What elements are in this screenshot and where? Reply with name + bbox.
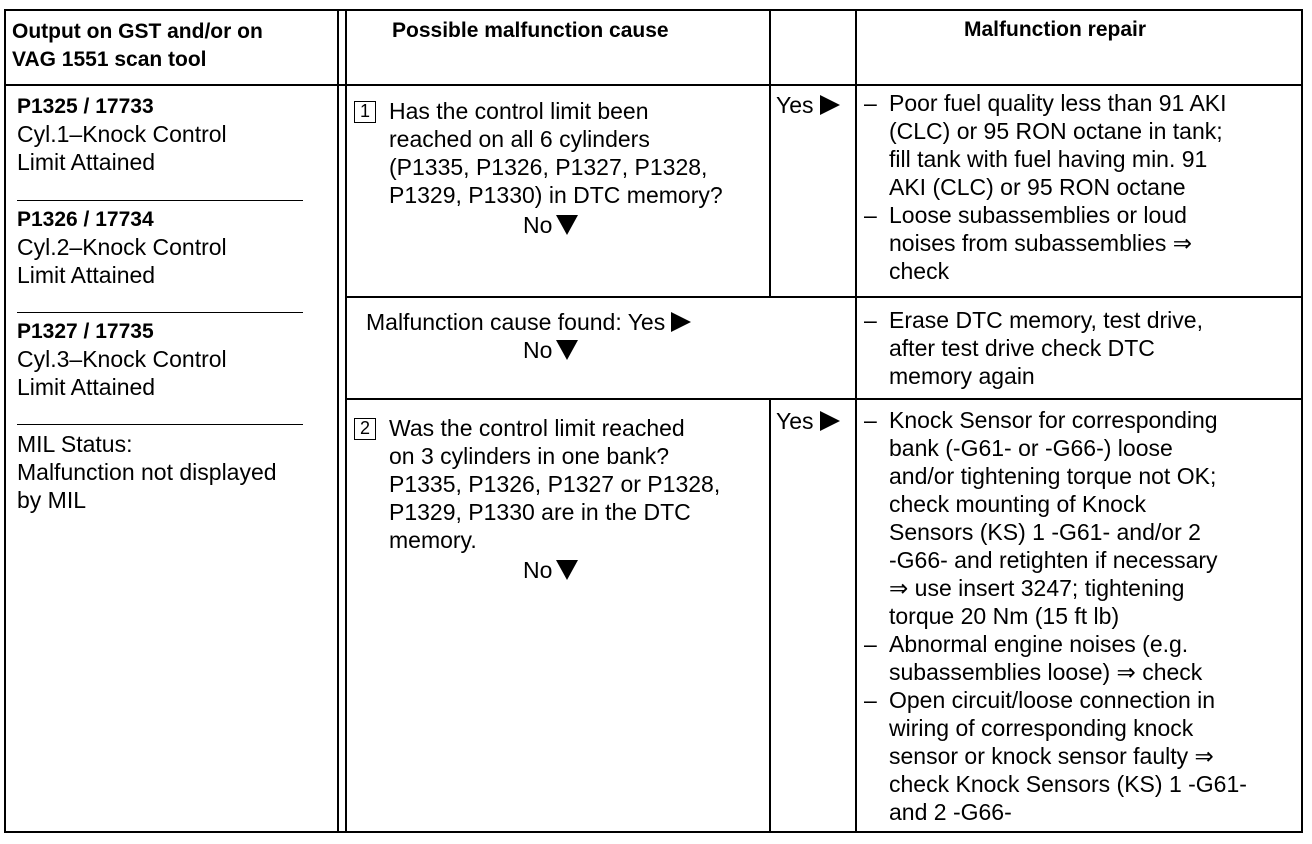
dtc-desc-2: Cyl.2–Knock Control Limit Attained (17, 234, 227, 288)
mil-status: MIL Status: Malfunction not displayed by… (17, 431, 277, 513)
step1-yes: Yes (776, 91, 840, 119)
step1-num-box: 1 (354, 101, 376, 123)
dash-4: – (864, 407, 877, 433)
header-repair: Malfunction repair (964, 18, 1147, 41)
step1-question: Has the control limit been reached on al… (389, 98, 723, 208)
step2-repair-2: Abnormal engine noises (e.g. subassembli… (889, 631, 1203, 685)
dash-1: – (864, 90, 877, 116)
dash-3: – (864, 307, 877, 333)
step2-no-label: No (523, 557, 553, 583)
step1-number: 1 (354, 97, 384, 125)
step2-yes-label: Yes (776, 408, 814, 434)
step2-question: Was the control limit reached on 3 cylin… (389, 415, 721, 553)
arrow-right-icon (819, 95, 840, 115)
step2-number: 2 (354, 414, 384, 442)
dash-5: – (864, 631, 877, 657)
column-divider-repair (855, 9, 857, 833)
found-repair: Erase DTC memory, test drive, after test… (889, 307, 1203, 389)
found-no-label: No (523, 337, 553, 363)
arrow-right-icon (671, 312, 692, 332)
dash-6: – (864, 687, 877, 713)
found-no: No (523, 336, 579, 364)
header-output: Output on GST and/or on VAG 1551 scan to… (12, 20, 263, 71)
code-separator-2 (17, 312, 303, 313)
column-divider-yes-2 (769, 400, 771, 833)
step1-repair-2: Loose subassemblies or loud noises from … (889, 202, 1193, 284)
dtc-desc-3: Cyl.3–Knock Control Limit Attained (17, 346, 227, 400)
found-text: Malfunction cause found: Yes (366, 308, 692, 336)
step1-repair-1: Poor fuel quality less than 91 AKI (CLC)… (889, 90, 1227, 200)
dtc-code-2: P1326 / 17734 (17, 208, 154, 231)
step1-yes-label: Yes (776, 92, 814, 118)
code-separator-1 (17, 200, 303, 201)
dtc-desc-1: Cyl.1–Knock Control Limit Attained (17, 121, 227, 175)
step1-no: No (523, 211, 579, 239)
step2-num-box: 2 (354, 418, 376, 440)
found-label: Malfunction cause found: Yes (366, 309, 666, 335)
row-divider-2 (345, 398, 1303, 400)
step2-yes: Yes (776, 407, 840, 435)
header-cause: Possible malfunction cause (392, 19, 669, 42)
step2-no: No (523, 556, 579, 584)
column-divider-left (337, 9, 339, 833)
column-divider-yes (769, 9, 771, 297)
arrow-right-icon (819, 411, 840, 431)
step1-no-label: No (523, 212, 553, 238)
arrow-down-icon (556, 340, 579, 360)
step2-repair-3: Open circuit/loose connection in wiring … (889, 687, 1247, 825)
arrow-down-icon (556, 215, 579, 235)
row-divider-1 (345, 296, 1303, 298)
dtc-code-1: P1325 / 17733 (17, 95, 154, 118)
dash-2: – (864, 202, 877, 228)
diagnostic-table (4, 9, 1303, 833)
dtc-code-3: P1327 / 17735 (17, 320, 154, 343)
column-divider-left-inner (345, 9, 347, 833)
code-separator-3 (17, 424, 303, 425)
header-divider (4, 84, 1303, 86)
arrow-down-icon (556, 560, 579, 580)
step2-repair-1: Knock Sensor for corresponding bank (-G6… (889, 407, 1218, 629)
